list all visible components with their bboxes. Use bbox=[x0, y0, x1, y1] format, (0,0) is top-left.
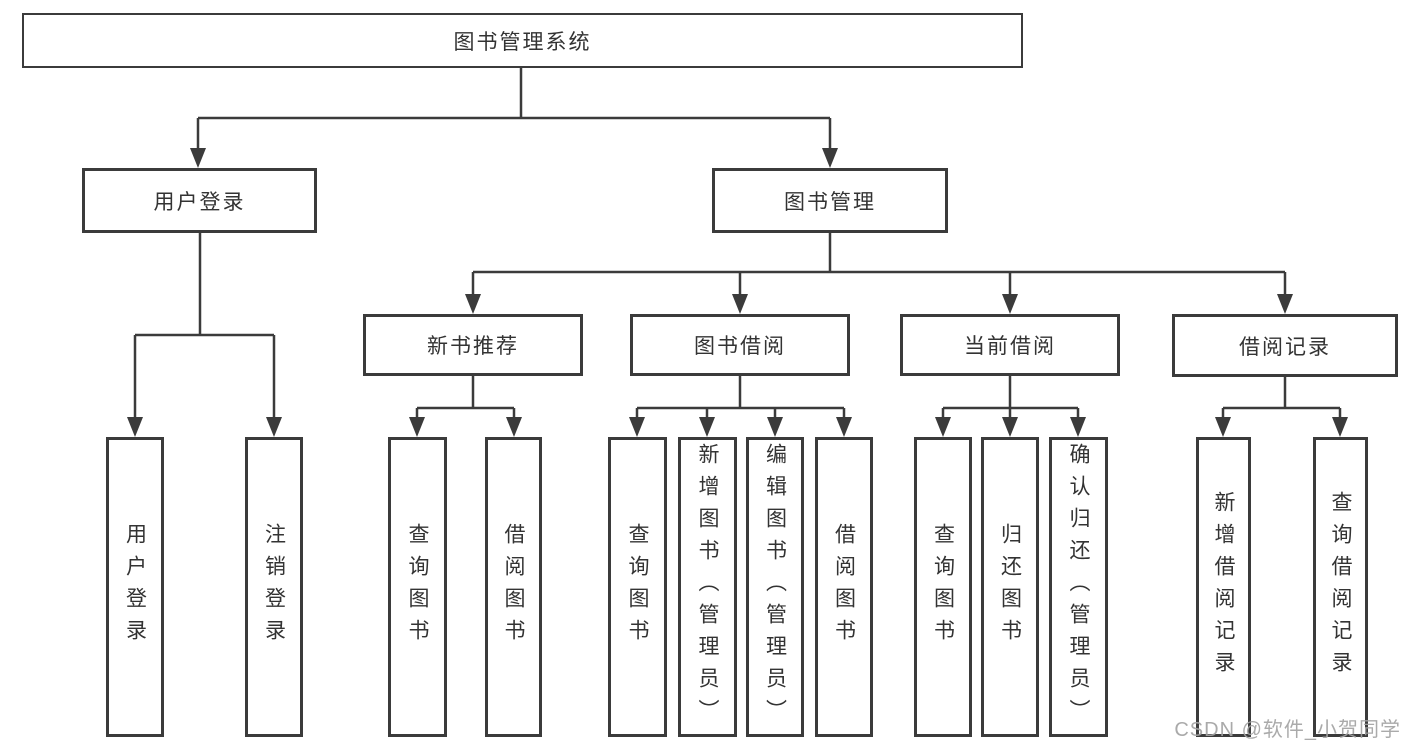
node-label: 用户登录 bbox=[153, 190, 246, 214]
node-label: 新增图书（管理员） bbox=[696, 443, 719, 731]
leaf-edit-book-admin: 编辑图书（管理员） bbox=[746, 437, 804, 737]
node-label: 注销登录 bbox=[262, 523, 286, 651]
node-label: 查询借阅记录 bbox=[1329, 491, 1352, 683]
leaf-query-book: 查询图书 bbox=[388, 437, 447, 737]
leaf-borrow-book: 借阅图书 bbox=[485, 437, 542, 737]
node-book-management: 图书管理 bbox=[712, 168, 948, 233]
leaf-add-borrow-record: 新增借阅记录 bbox=[1196, 437, 1251, 737]
node-label: 新书推荐 bbox=[427, 335, 519, 358]
leaf-query-book: 查询图书 bbox=[608, 437, 667, 737]
leaf-user-login: 用户登录 bbox=[106, 437, 164, 737]
node-borrowing-records: 借阅记录 bbox=[1172, 314, 1398, 377]
leaf-add-book-admin: 新增图书（管理员） bbox=[678, 437, 737, 737]
node-label: 确认归还（管理员） bbox=[1067, 443, 1090, 731]
node-label: 查询图书 bbox=[406, 523, 429, 651]
node-label: 查询图书 bbox=[931, 523, 955, 651]
node-label: 当前借阅 bbox=[964, 335, 1056, 358]
node-current-borrowing: 当前借阅 bbox=[900, 314, 1120, 376]
leaf-query-book: 查询图书 bbox=[914, 437, 972, 737]
leaf-borrow-book: 借阅图书 bbox=[815, 437, 873, 737]
node-label: 图书管理系统 bbox=[453, 30, 592, 54]
csdn-watermark: CSDN @软件_小贺同学 bbox=[1174, 719, 1401, 741]
leaf-return-book: 归还图书 bbox=[981, 437, 1039, 737]
node-label: 编辑图书（管理员） bbox=[763, 443, 787, 731]
node-label: 查询图书 bbox=[626, 523, 649, 651]
leaf-confirm-return-admin: 确认归还（管理员） bbox=[1049, 437, 1108, 737]
node-user-login: 用户登录 bbox=[82, 168, 317, 233]
node-book-borrowing: 图书借阅 bbox=[630, 314, 850, 376]
node-label: 新增借阅记录 bbox=[1212, 491, 1235, 683]
node-label: 图书借阅 bbox=[694, 335, 786, 358]
leaf-query-borrow-record: 查询借阅记录 bbox=[1313, 437, 1368, 737]
node-library-management-system: 图书管理系统 bbox=[22, 13, 1023, 68]
leaf-logout: 注销登录 bbox=[245, 437, 303, 737]
node-new-book-recommend: 新书推荐 bbox=[363, 314, 583, 376]
node-label: 图书管理 bbox=[784, 190, 876, 214]
node-label: 借阅图书 bbox=[832, 523, 856, 651]
node-label: 借阅图书 bbox=[502, 523, 525, 651]
node-label: 借阅记录 bbox=[1239, 335, 1331, 359]
node-label: 用户登录 bbox=[123, 523, 147, 651]
node-label: 归还图书 bbox=[998, 523, 1022, 651]
